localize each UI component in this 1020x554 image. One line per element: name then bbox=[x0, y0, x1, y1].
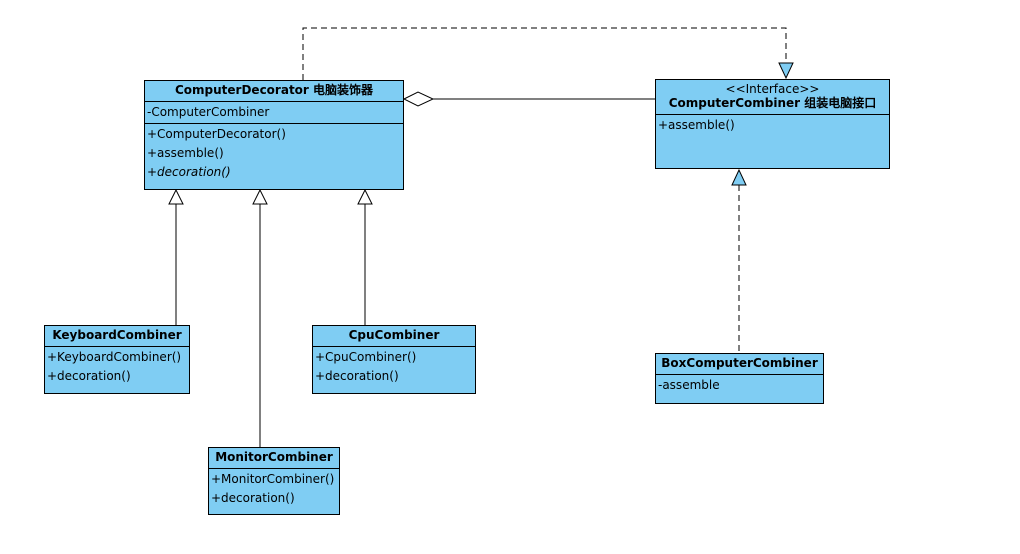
operations-compartment: +KeyboardCombiner() +decoration() bbox=[45, 347, 189, 387]
class-monitor-combiner[interactable]: MonitorCombiner +MonitorCombiner() +deco… bbox=[208, 447, 340, 515]
dependency-arrowhead bbox=[778, 62, 794, 80]
class-header: ComputerDecorator 电脑装饰器 bbox=[145, 81, 403, 102]
operation: +assemble() bbox=[147, 146, 224, 160]
attribute: -assemble bbox=[658, 378, 720, 392]
cpu-inheritance-arrowhead bbox=[357, 188, 373, 205]
class-name: CpuCombiner bbox=[348, 328, 440, 342]
operations-compartment: +ComputerDecorator() +assemble() +decora… bbox=[145, 123, 403, 183]
class-header: MonitorCombiner bbox=[209, 448, 339, 469]
class-keyboard-combiner[interactable]: KeyboardCombiner +KeyboardCombiner() +de… bbox=[44, 325, 190, 394]
attribute: -ComputerCombiner bbox=[147, 105, 270, 119]
operations-compartment: +CpuCombiner() +decoration() bbox=[313, 347, 475, 387]
operations-compartment: +assemble() bbox=[656, 115, 889, 136]
class-cpu-combiner[interactable]: CpuCombiner +CpuCombiner() +decoration() bbox=[312, 325, 476, 394]
stereotype: <<Interface>> bbox=[725, 82, 820, 96]
class-computer-decorator[interactable]: ComputerDecorator 电脑装饰器 -ComputerCombine… bbox=[144, 80, 404, 190]
operation: +decoration() bbox=[211, 491, 295, 505]
operation: +KeyboardCombiner() bbox=[47, 350, 182, 364]
operation: +decoration() bbox=[315, 369, 399, 383]
operation: +ComputerDecorator() bbox=[147, 127, 286, 141]
class-name: BoxComputerCombiner bbox=[661, 356, 818, 370]
class-header: BoxComputerCombiner bbox=[656, 354, 823, 375]
attributes-compartment: -ComputerCombiner bbox=[145, 102, 403, 123]
class-name: KeyboardCombiner bbox=[52, 328, 182, 342]
class-name: ComputerCombiner 组装电脑接口 bbox=[668, 96, 877, 110]
operation-abstract: +decoration() bbox=[147, 165, 231, 179]
class-box-computer-combiner[interactable]: BoxComputerCombiner -assemble bbox=[655, 353, 824, 404]
class-name: ComputerDecorator 电脑装饰器 bbox=[174, 83, 374, 97]
monitor-inheritance-arrowhead bbox=[252, 188, 268, 205]
operation: +decoration() bbox=[47, 369, 131, 383]
aggregation-diamond bbox=[402, 91, 435, 107]
operations-compartment: +MonitorCombiner() +decoration() bbox=[209, 469, 339, 509]
attributes-compartment: -assemble bbox=[656, 375, 823, 396]
class-header: KeyboardCombiner bbox=[45, 326, 189, 347]
dependency-line bbox=[302, 27, 787, 80]
interface-computer-combiner[interactable]: <<Interface>> ComputerCombiner 组装电脑接口 +a… bbox=[655, 79, 890, 169]
class-header: <<Interface>> ComputerCombiner 组装电脑接口 bbox=[656, 80, 889, 115]
realization-arrowhead bbox=[731, 168, 747, 186]
operation: +MonitorCombiner() bbox=[211, 472, 335, 486]
class-header: CpuCombiner bbox=[313, 326, 475, 347]
operation: +assemble() bbox=[658, 118, 735, 132]
operation: +CpuCombiner() bbox=[315, 350, 417, 364]
class-name: MonitorCombiner bbox=[215, 450, 333, 464]
keyboard-inheritance-arrowhead bbox=[168, 188, 184, 205]
